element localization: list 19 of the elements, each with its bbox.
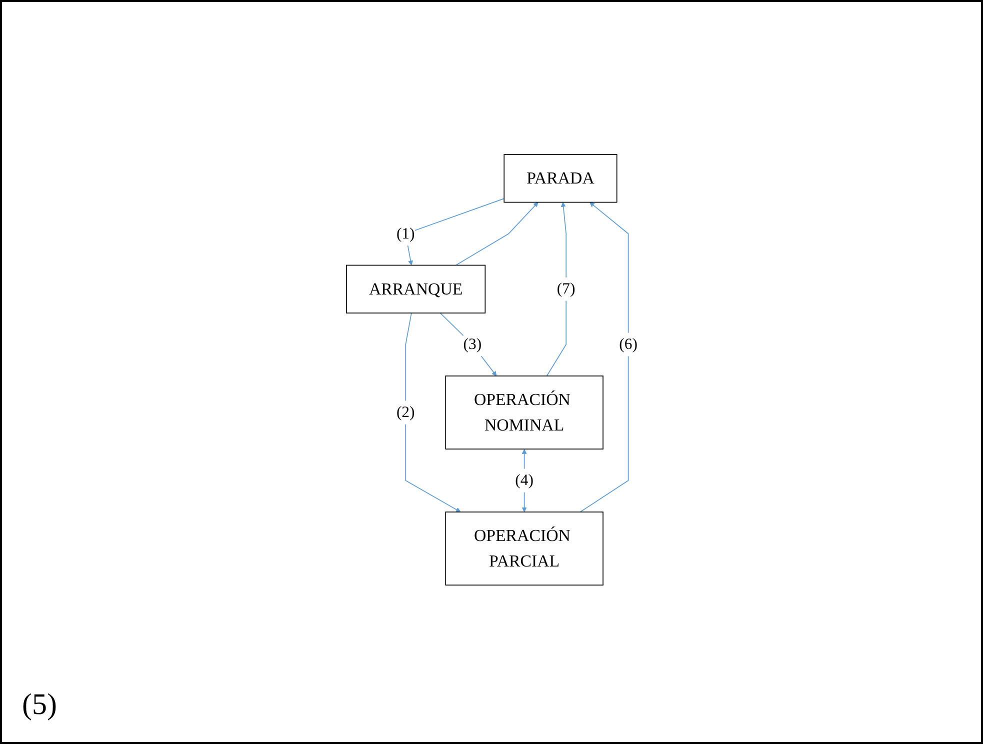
node-box bbox=[503, 154, 617, 202]
edge-label: (1) bbox=[396, 224, 414, 242]
arrow bbox=[579, 202, 628, 512]
state-flow-diagram: (1) (2) (3) (4) (6) (7) PARADA ARRANQUE OPERACIÓN NOMINAL OPERACIÓN PARCIAL bbox=[342, 150, 642, 590]
arrow bbox=[521, 448, 526, 512]
arrow bbox=[454, 202, 538, 266]
arrow bbox=[404, 312, 460, 512]
transition-number: (5) bbox=[22, 688, 57, 722]
edge-label: (7) bbox=[556, 280, 575, 298]
edge-label: (3) bbox=[462, 335, 482, 353]
edge-label: (4) bbox=[514, 471, 533, 489]
arrow bbox=[439, 312, 496, 376]
edge-label: (2) bbox=[396, 403, 414, 421]
node-box bbox=[346, 264, 486, 314]
arrow bbox=[546, 202, 566, 376]
arrow bbox=[404, 198, 504, 266]
node-box bbox=[444, 511, 603, 586]
node-box bbox=[444, 375, 603, 450]
edge-label: (6) bbox=[618, 335, 637, 353]
